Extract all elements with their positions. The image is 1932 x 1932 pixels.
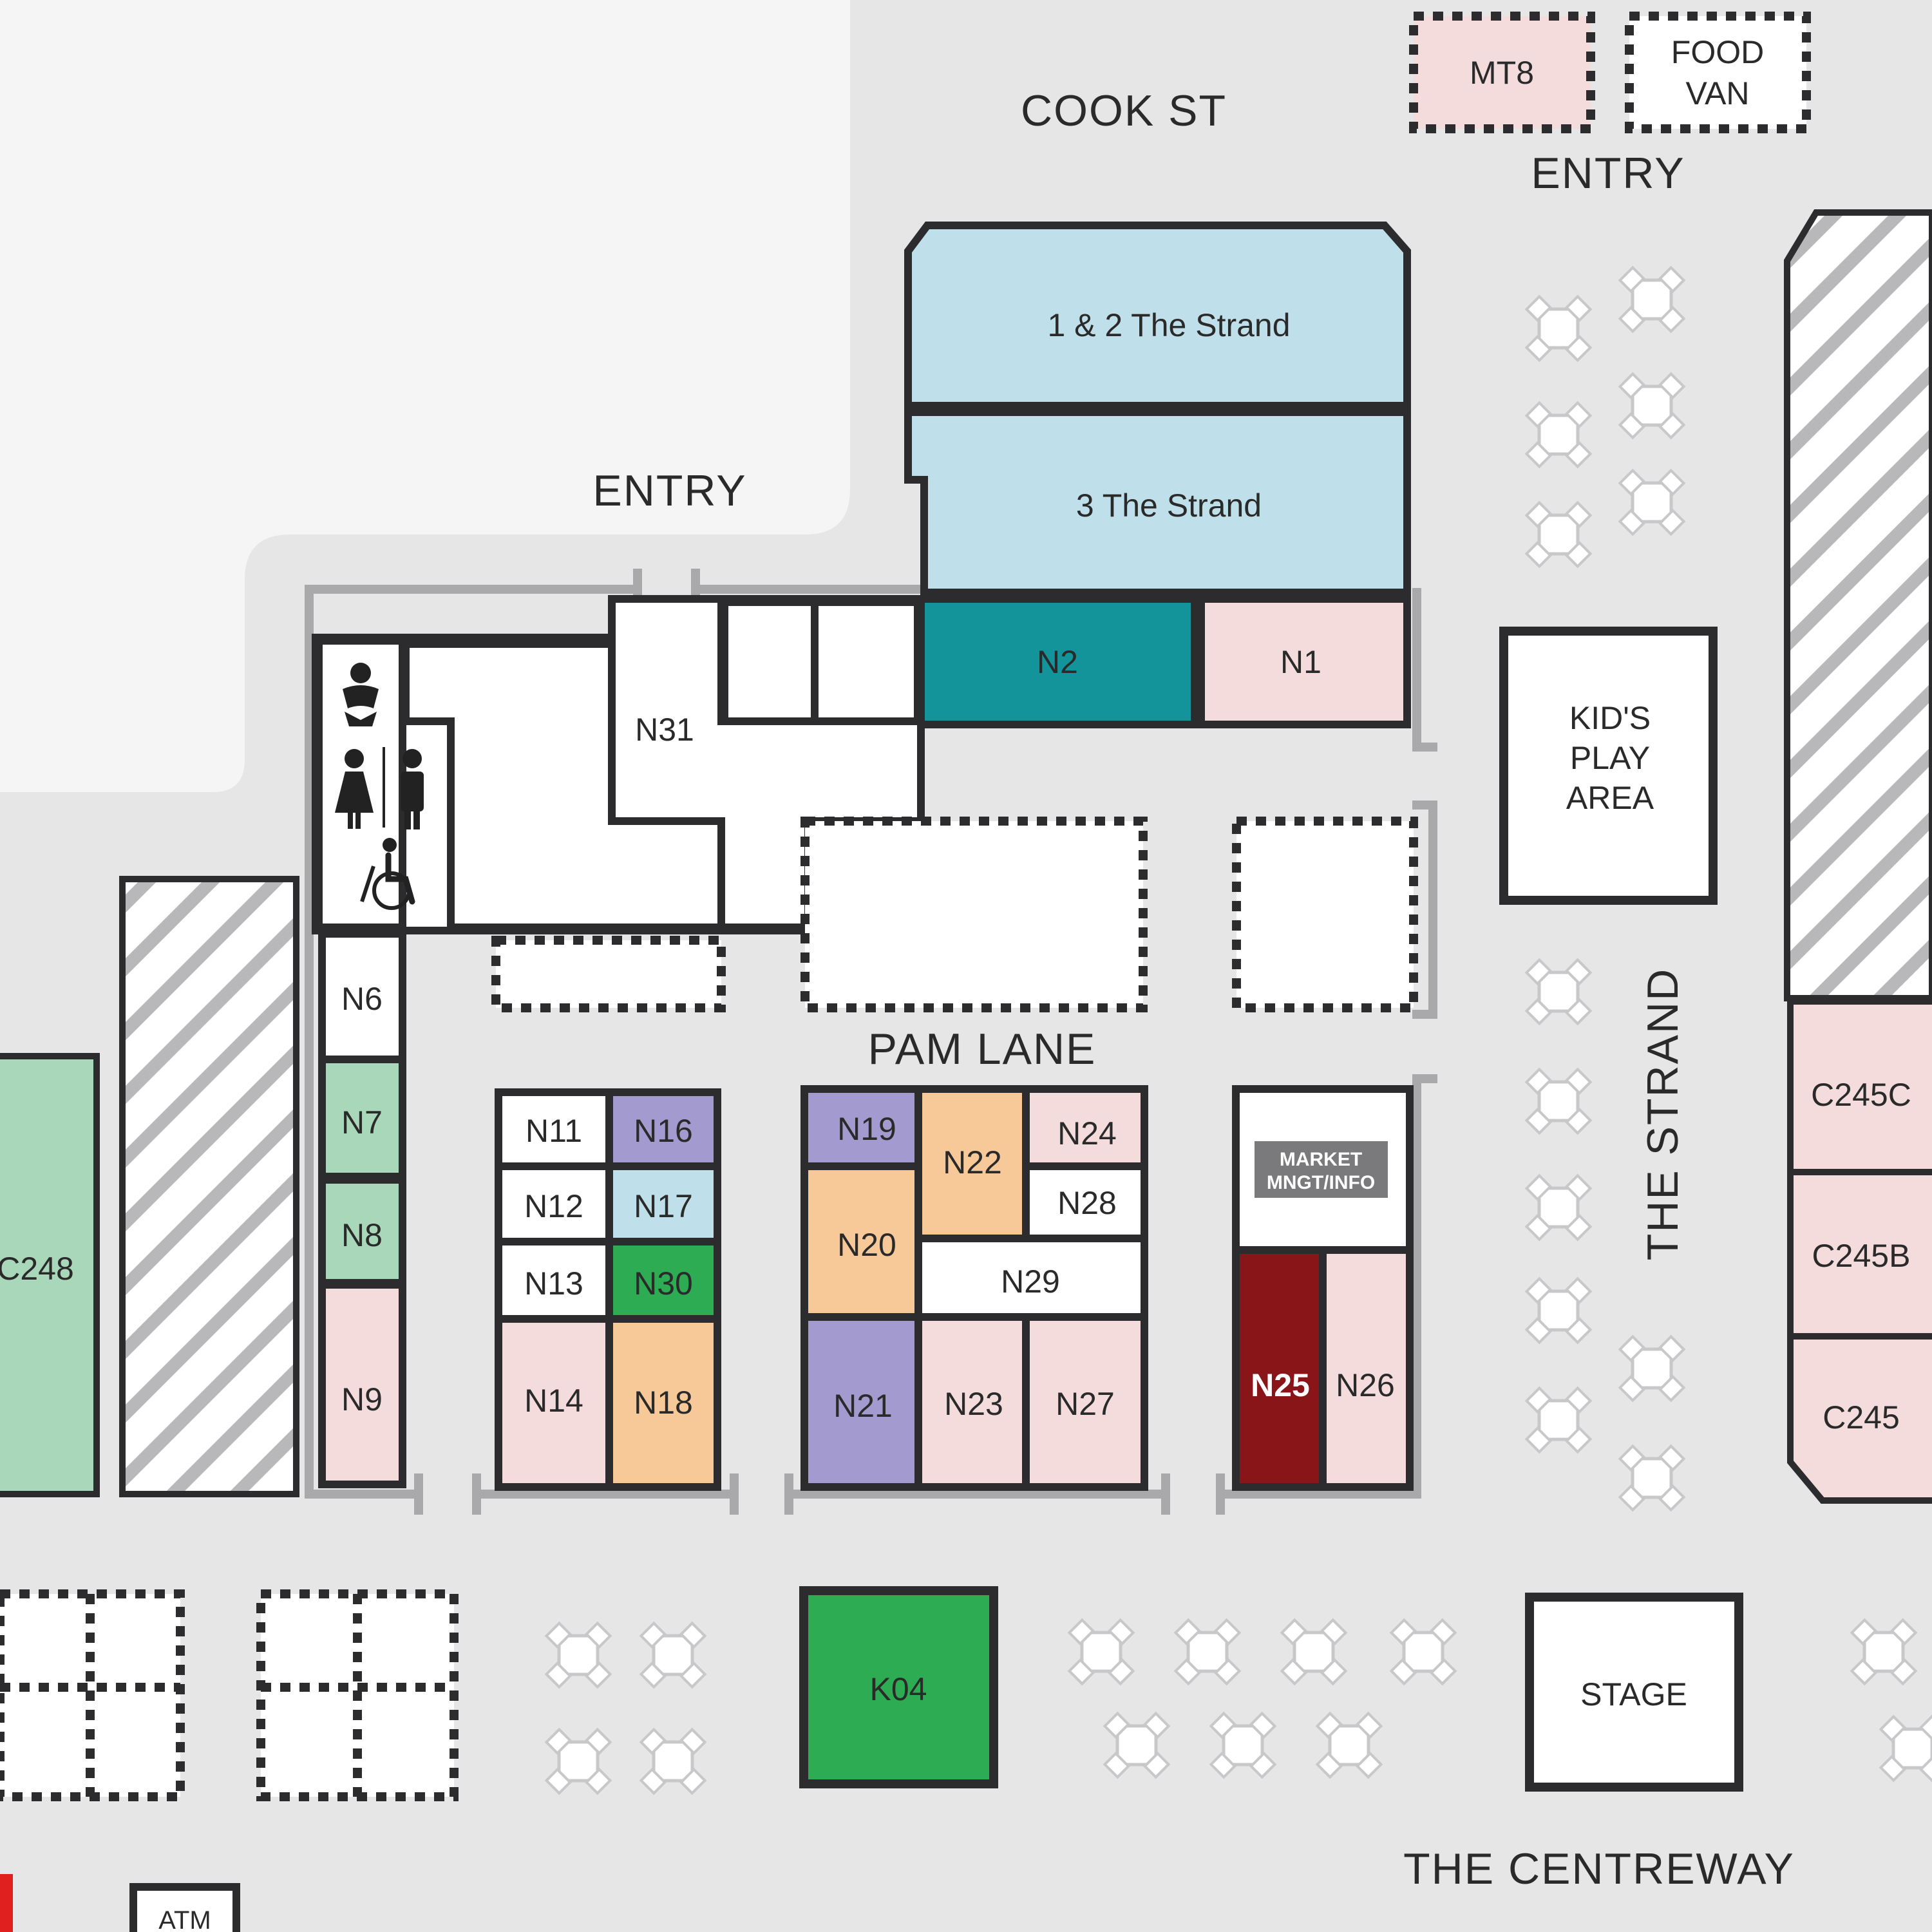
- stall-label: N11: [526, 1113, 582, 1149]
- accessible-toilet-icon: [360, 838, 415, 910]
- stall-N2[interactable]: [917, 595, 1198, 728]
- stall-N6[interactable]: [318, 930, 406, 1063]
- stall-N13[interactable]: [502, 1245, 605, 1315]
- stall-label: N17: [634, 1188, 693, 1224]
- stall-N7[interactable]: [318, 1056, 406, 1180]
- stall-C248[interactable]: C248: [0, 1053, 100, 1497]
- dotted-area: [491, 936, 726, 1012]
- street-the-centreway: THE CENTREWAY: [1403, 1844, 1795, 1893]
- stall-N25[interactable]: [1240, 1254, 1319, 1483]
- stall-label: N27: [1056, 1386, 1115, 1422]
- stall-C245[interactable]: [1787, 1333, 1932, 1504]
- stall-N17[interactable]: [613, 1170, 714, 1238]
- stall-label: N31: [635, 712, 694, 748]
- stall-label: N29: [1001, 1264, 1060, 1300]
- stage[interactable]: STAGE: [1525, 1593, 1743, 1792]
- stall-label: N24: [1057, 1115, 1117, 1151]
- stall-label: N12: [524, 1188, 583, 1224]
- stall-label: N21: [833, 1388, 893, 1424]
- building-1-2-the-strand[interactable]: [904, 222, 1411, 410]
- stall-N24[interactable]: [1030, 1093, 1141, 1162]
- stall-label: C245C: [1811, 1077, 1911, 1113]
- stall-label: N13: [524, 1265, 583, 1302]
- street-pam-lane: PAM LANE: [868, 1025, 1097, 1074]
- dotted-area: [1232, 817, 1418, 1012]
- strand-building: 1 & 2 The Strand 3 The Strand N2 N1: [904, 222, 1411, 728]
- stall-label: N6: [341, 981, 383, 1017]
- street-the-strand: THE STRAND: [1638, 968, 1687, 1260]
- stall-label: C245: [1823, 1399, 1900, 1435]
- stall-label: N30: [634, 1265, 693, 1302]
- stall-label: N22: [943, 1144, 1002, 1180]
- mt8-label: MT8: [1470, 55, 1534, 91]
- block-n19-n29: N19 N20 N21 N22 N24 N28 N29 N23 N27: [800, 1085, 1148, 1491]
- c245-block: C245C C245B C245: [1787, 998, 1932, 1504]
- stall-N9[interactable]: [318, 1281, 406, 1488]
- stall-N20[interactable]: [808, 1170, 914, 1313]
- entry-label-top: ENTRY: [1531, 149, 1685, 198]
- stall-label: C248: [0, 1251, 74, 1287]
- street-cook-st: COOK ST: [1021, 86, 1227, 135]
- stall-N29[interactable]: [922, 1242, 1141, 1313]
- atm-label: ATM: [158, 1906, 211, 1932]
- stall-label: N25: [1251, 1367, 1310, 1403]
- stall-N14[interactable]: [502, 1323, 605, 1483]
- building-3-the-strand[interactable]: [904, 408, 1411, 596]
- stall-label: N2: [1037, 644, 1078, 680]
- stall-K04[interactable]: K04: [799, 1586, 998, 1788]
- mt8-stall[interactable]: [1409, 12, 1595, 133]
- stall-N1[interactable]: [1197, 595, 1411, 728]
- stall-N26[interactable]: [1327, 1254, 1406, 1483]
- stall-label: N8: [341, 1217, 383, 1253]
- food-van-stall[interactable]: [1625, 12, 1811, 133]
- red-marker: [0, 1874, 13, 1932]
- block-n11-n18: N11 N16 N12 N17 N13 N30 N14 N18: [495, 1088, 721, 1491]
- stall-label: N1: [1280, 644, 1321, 680]
- baby-change-icon: [343, 663, 379, 726]
- stall-label: C245B: [1812, 1238, 1911, 1274]
- stall-label: N20: [837, 1227, 896, 1263]
- atm[interactable]: ATM: [129, 1883, 240, 1932]
- stall-label: N16: [634, 1113, 693, 1149]
- stall-label: N19: [837, 1111, 896, 1147]
- female-toilet-icon: [335, 749, 374, 829]
- stall-label: N18: [634, 1385, 693, 1421]
- hatched-column-left: [119, 876, 299, 1497]
- building-label: 3 The Strand: [1076, 488, 1262, 524]
- building-label: 1 & 2 The Strand: [1047, 307, 1290, 343]
- stall-N21[interactable]: [808, 1321, 914, 1483]
- stall-N12[interactable]: [502, 1170, 605, 1238]
- n31-complex: N31: [312, 595, 925, 934]
- stall-label: N14: [524, 1383, 583, 1419]
- stall-label: N26: [1336, 1367, 1395, 1403]
- amenities: [315, 637, 424, 931]
- stall-N16[interactable]: [613, 1096, 714, 1162]
- stall-N22[interactable]: [922, 1093, 1022, 1235]
- stall-label: N28: [1057, 1185, 1117, 1221]
- male-toilet-icon: [401, 749, 424, 829]
- stage-label: STAGE: [1580, 1676, 1687, 1712]
- stall-label: N9: [341, 1381, 383, 1417]
- entry-label-left: ENTRY: [592, 466, 746, 515]
- stall-label: N23: [944, 1386, 1003, 1422]
- stall-N23[interactable]: [922, 1321, 1022, 1483]
- stall-N19[interactable]: [808, 1093, 914, 1162]
- stall-N28[interactable]: [1030, 1170, 1141, 1235]
- stall-N30[interactable]: [613, 1245, 714, 1315]
- stall-N27[interactable]: [1030, 1321, 1141, 1483]
- stall-label: N7: [341, 1104, 383, 1141]
- n6-n9-column: N6 N7 N8 N9: [318, 930, 406, 1488]
- hatched-column-right: [1784, 209, 1932, 1001]
- stall-label: K04: [870, 1671, 927, 1707]
- stall-N18[interactable]: [613, 1323, 714, 1483]
- stall-N11[interactable]: [502, 1096, 605, 1162]
- dotted-area: [800, 817, 1148, 1012]
- open-plaza: [0, 0, 850, 792]
